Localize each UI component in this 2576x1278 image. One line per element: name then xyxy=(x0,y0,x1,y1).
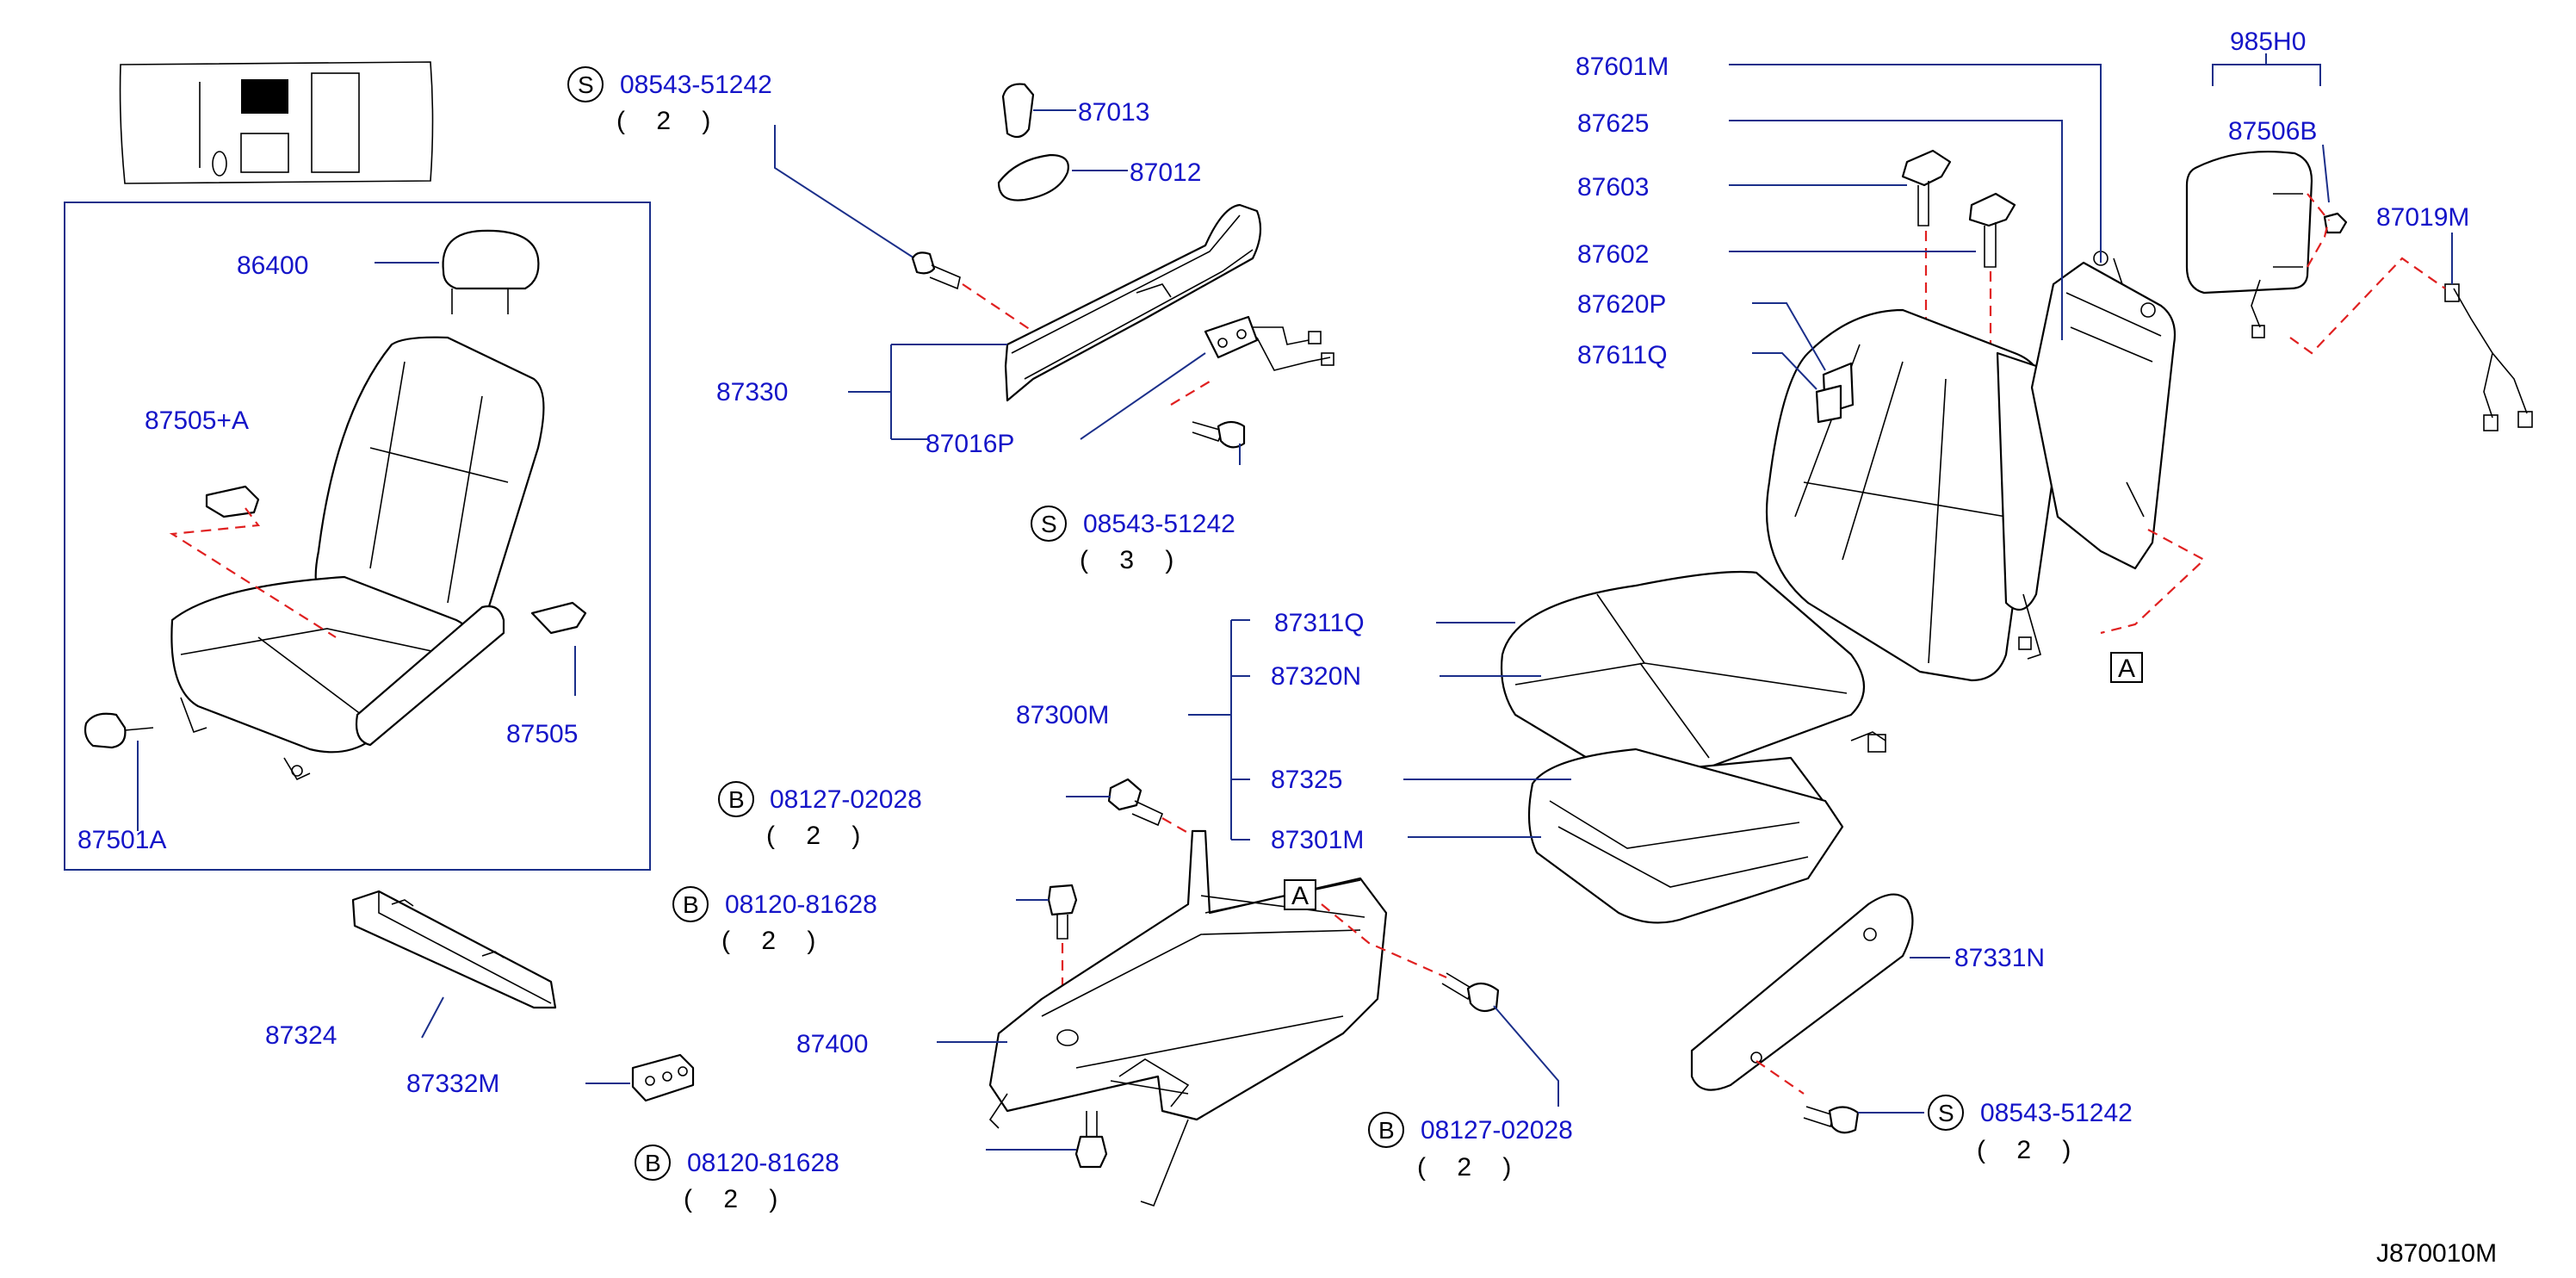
part-87330-drawing xyxy=(1004,203,1262,402)
label-87505a: 87505+A xyxy=(145,406,249,435)
svg-text:B: B xyxy=(1378,1117,1395,1144)
label-b1-qty: ( 2 ) xyxy=(766,822,872,850)
label-87325: 87325 xyxy=(1271,766,1342,794)
screw-s2-drawing xyxy=(1192,420,1246,449)
label-87620p: 87620P xyxy=(1577,290,1666,319)
svg-text:B: B xyxy=(728,786,745,813)
seat-overview-drawing xyxy=(84,229,587,781)
part-87012-drawing xyxy=(997,153,1069,202)
part-87013-drawing xyxy=(1001,83,1035,139)
svg-text:A: A xyxy=(2118,655,2135,683)
diagram-id: J870010M xyxy=(2376,1239,2497,1268)
label-b4-code: 08127-02028 xyxy=(1421,1116,1573,1145)
locator-thumbnail xyxy=(119,61,434,184)
svg-text:S: S xyxy=(578,71,594,98)
svg-text:S: S xyxy=(1041,511,1057,537)
label-87506b: 87506B xyxy=(2228,117,2317,146)
label-87330: 87330 xyxy=(716,378,788,406)
label-b3-code: 08120-81628 xyxy=(687,1149,839,1177)
label-s2-code: 08543-51242 xyxy=(1083,510,1235,538)
label-87301m: 87301M xyxy=(1271,826,1364,854)
label-87625: 87625 xyxy=(1577,109,1649,138)
label-s3-qty: ( 2 ) xyxy=(1977,1136,2083,1164)
symbol-b-3: B xyxy=(635,1145,671,1181)
label-s3-code: 08543-51242 xyxy=(1980,1099,2133,1127)
label-87611q: 87611Q xyxy=(1577,341,1668,369)
label-87320n: 87320N xyxy=(1271,662,1361,691)
part-87016p-drawing xyxy=(1204,315,1334,371)
backrest-assembly-drawing xyxy=(1765,149,2206,682)
label-b2-qty: ( 2 ) xyxy=(721,927,827,955)
label-87501a: 87501A xyxy=(77,826,166,854)
part-87332m-drawing xyxy=(631,1053,695,1102)
cushion-assembly-drawing xyxy=(1500,570,1886,924)
bolt-b4-drawing xyxy=(1441,972,1500,1013)
label-87311q: 87311Q xyxy=(1274,609,1365,637)
bolt-b2-drawing xyxy=(1047,884,1078,940)
symbol-s-2: S xyxy=(1031,506,1067,542)
svg-text:B: B xyxy=(683,891,699,918)
label-s1-qty: ( 2 ) xyxy=(616,107,722,135)
bolt-b3-drawing xyxy=(1074,1111,1108,1169)
ref-a-box-2: A xyxy=(2110,652,2143,683)
label-s2-qty: ( 3 ) xyxy=(1080,546,1186,574)
harness-87019m-drawing xyxy=(2444,283,2533,431)
symbol-s-1: S xyxy=(567,66,604,102)
part-87331n-drawing xyxy=(1690,893,1914,1091)
side-airbag-drawing xyxy=(2185,150,2348,338)
label-b3-qty: ( 2 ) xyxy=(684,1185,790,1213)
label-87016p: 87016P xyxy=(926,430,1014,458)
symbol-b-4: B xyxy=(1368,1112,1404,1148)
symbol-b-1: B xyxy=(718,781,754,817)
label-87012: 87012 xyxy=(1130,158,1201,187)
svg-text:B: B xyxy=(645,1150,661,1176)
label-87602: 87602 xyxy=(1577,240,1649,269)
label-86400: 86400 xyxy=(237,251,308,280)
label-s1-code: 08543-51242 xyxy=(620,71,772,99)
label-87332m: 87332M xyxy=(406,1070,499,1098)
svg-text:S: S xyxy=(1938,1100,1954,1126)
bolt-b1-drawing xyxy=(1107,778,1164,827)
screw-s1-drawing xyxy=(911,251,961,290)
label-b2-code: 08120-81628 xyxy=(725,890,877,919)
symbol-s-3: S xyxy=(1928,1095,1964,1131)
label-87601m: 87601M xyxy=(1576,53,1669,81)
seat-overview-frame xyxy=(64,202,651,871)
label-87505: 87505 xyxy=(506,720,578,748)
label-87400: 87400 xyxy=(796,1030,868,1058)
screw-s3-drawing xyxy=(1803,1106,1860,1134)
ref-a-box-1: A xyxy=(1284,879,1316,910)
label-87324: 87324 xyxy=(265,1021,337,1050)
label-87300m: 87300M xyxy=(1016,701,1109,729)
label-87331n: 87331N xyxy=(1954,944,2045,972)
svg-text:A: A xyxy=(1291,882,1309,910)
label-87013: 87013 xyxy=(1078,98,1149,127)
part-87324-drawing xyxy=(351,890,557,1009)
label-985h0: 985H0 xyxy=(2230,28,2306,56)
label-87603: 87603 xyxy=(1577,173,1649,202)
label-b4-qty: ( 2 ) xyxy=(1417,1153,1523,1182)
label-87019m: 87019M xyxy=(2376,203,2469,232)
symbol-b-2: B xyxy=(672,886,709,922)
label-b1-code: 08127-02028 xyxy=(770,785,922,814)
